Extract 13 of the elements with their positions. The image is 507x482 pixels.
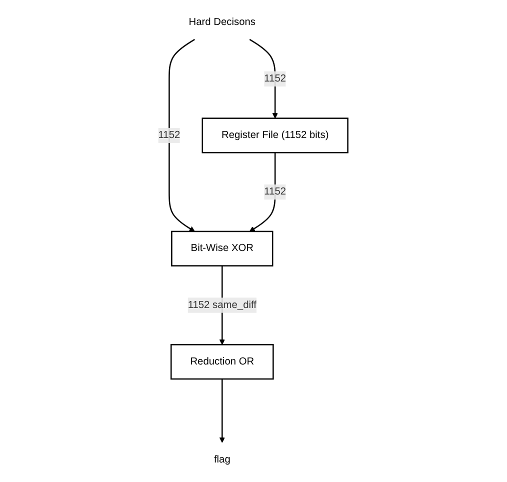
node-box: Reduction OR	[170, 344, 274, 380]
arrow	[169, 38, 196, 232]
edge-label: 1152	[264, 186, 287, 198]
edge-label: 1152 same_diff	[188, 300, 257, 310]
arrow	[220, 378, 226, 443]
node-box: Bit-Wise XOR	[172, 230, 274, 266]
arrow	[250, 38, 278, 119]
edge-label: 1152	[158, 130, 181, 141]
node-text: Hard Decisons	[189, 16, 256, 28]
edge-label: 1152	[264, 73, 287, 84]
node-text: flag	[214, 454, 231, 465]
arrow	[250, 152, 276, 232]
node-box: Register File (1152 bits)	[202, 118, 349, 154]
